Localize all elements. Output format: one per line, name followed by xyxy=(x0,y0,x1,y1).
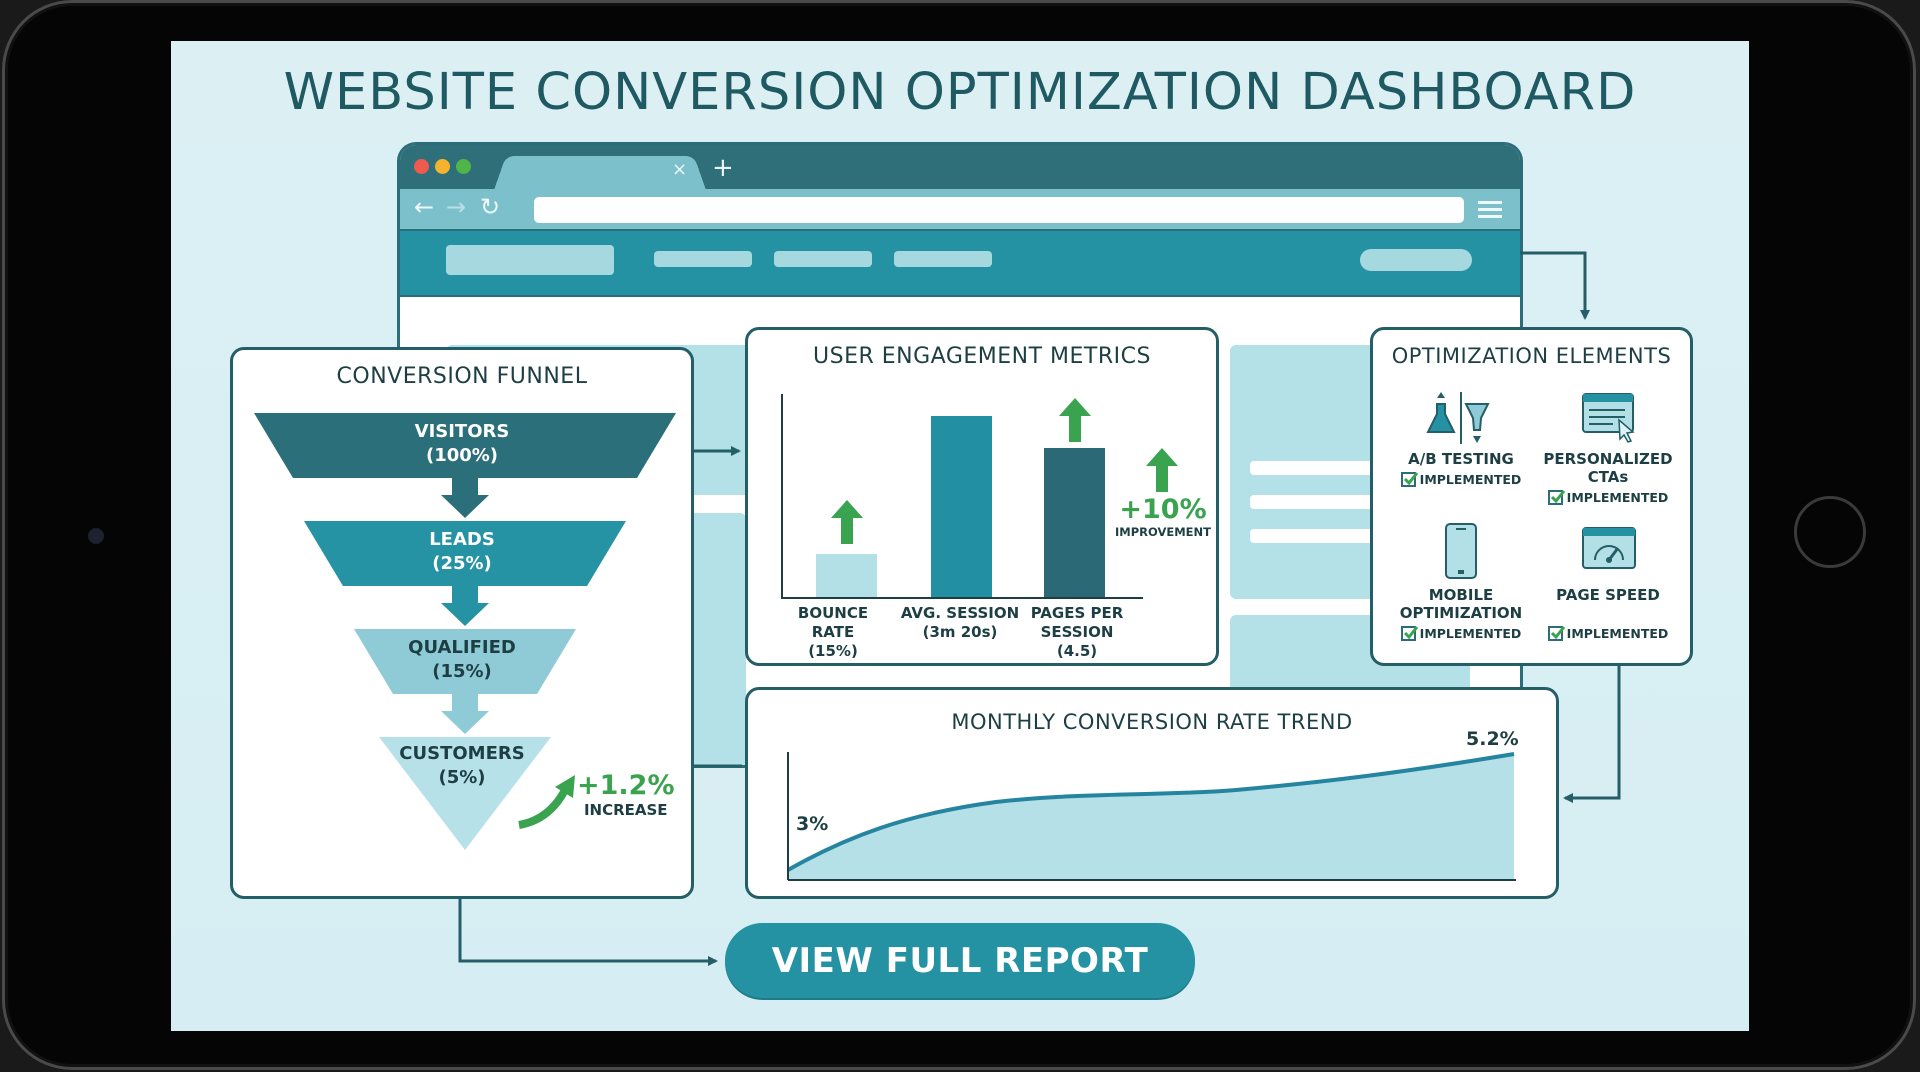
increase-callout: +1.2% INCREASE xyxy=(577,770,675,819)
up-arrow-icon xyxy=(1146,448,1178,492)
site-header xyxy=(400,229,1520,297)
bar-label-bounce-rate: BOUNCE RATE(15%) xyxy=(797,604,869,660)
checkbox-checked-icon xyxy=(1547,490,1565,505)
nav-link-placeholder[interactable] xyxy=(894,251,992,267)
bar-label-avg-session: AVG. SESSION(3m 20s) xyxy=(900,604,1020,641)
browser-toolbar: ← → ↻ xyxy=(400,189,1520,229)
address-bar[interactable] xyxy=(534,197,1464,223)
funnel-stage-visitors-shape xyxy=(254,413,676,478)
funnel-shapes xyxy=(254,413,676,850)
camera-dot xyxy=(88,528,104,544)
increase-arrow-icon xyxy=(518,788,569,829)
maximize-window-dot[interactable] xyxy=(456,159,471,174)
up-arrow-icon xyxy=(831,500,863,544)
funnel-stage-leads[interactable]: LEADS (25%) xyxy=(429,529,495,574)
nav-link-placeholder[interactable] xyxy=(654,251,752,267)
status-badge: IMPLEMENTED xyxy=(1386,626,1536,641)
close-window-dot[interactable] xyxy=(414,159,429,174)
header-button-placeholder[interactable] xyxy=(1360,249,1472,271)
nav-link-placeholder[interactable] xyxy=(774,251,872,267)
page-title: WEBSITE CONVERSION OPTIMIZATION DASHBOAR… xyxy=(283,63,1637,122)
minimize-window-dot[interactable] xyxy=(435,159,450,174)
funnel-title: CONVERSION FUNNEL xyxy=(336,364,588,389)
view-full-report-button[interactable]: VIEW FULL REPORT xyxy=(725,923,1195,998)
increase-label: INCREASE xyxy=(583,801,668,819)
dashboard-screen: WEBSITE CONVERSION OPTIMIZATION DASHBOAR… xyxy=(171,41,1749,1031)
opt-item-ab-testing[interactable]: A/B TESTING IMPLEMENTED xyxy=(1386,390,1536,487)
checkbox-checked-icon xyxy=(1547,626,1565,641)
back-icon[interactable]: ← xyxy=(414,193,435,221)
personalized-cta-icon xyxy=(1582,393,1635,443)
funnel-arrow-icon xyxy=(441,586,489,626)
tab-close-icon[interactable]: × xyxy=(672,159,688,180)
hamburger-menu-icon[interactable] xyxy=(1478,197,1502,222)
bar-avg-session[interactable] xyxy=(931,416,992,597)
conversion-trend-panel: MONTHLY CONVERSION RATE TREND 3% 5.2% xyxy=(745,687,1559,899)
ab-testing-icon xyxy=(1426,392,1490,444)
browser-titlebar: × + xyxy=(400,145,1520,193)
bar-bounce-rate[interactable] xyxy=(816,554,877,597)
improvement-callout: +10% IMPROVEMENT xyxy=(1113,494,1213,539)
funnel-stage-visitors[interactable]: VISITORS (100%) xyxy=(414,421,510,466)
funnel-arrow-icon xyxy=(441,478,489,518)
status-badge: IMPLEMENTED xyxy=(1533,490,1683,505)
improvement-value: +10% xyxy=(1119,494,1207,525)
speedometer-icon xyxy=(1582,527,1636,569)
opt-label: PAGE SPEED xyxy=(1556,586,1660,604)
opt-label: A/B TESTING xyxy=(1408,450,1514,468)
funnel-stage-qualified[interactable]: QUALIFIED (15%) xyxy=(408,637,516,682)
engagement-title: USER ENGAGEMENT METRICS xyxy=(813,344,1151,369)
engagement-metrics-panel: USER ENGAGEMENT METRICS +10% IMPROVEMENT… xyxy=(745,327,1219,666)
conversion-funnel-panel: CONVERSION FUNNEL VISITORS (100%) LEADS … xyxy=(230,347,694,899)
trend-area-chart[interactable] xyxy=(786,752,1526,892)
checkbox-checked-icon xyxy=(1400,472,1418,487)
new-tab-icon[interactable]: + xyxy=(712,153,734,183)
trend-start-label: 3% xyxy=(796,813,829,835)
funnel-stage-leads-shape xyxy=(304,521,626,586)
trend-end-label: 5.2% xyxy=(1466,728,1519,750)
trend-title: MONTHLY CONVERSION RATE TREND xyxy=(951,710,1353,734)
reload-icon[interactable]: ↻ xyxy=(480,193,501,221)
forward-icon[interactable]: → xyxy=(446,193,467,221)
funnel-stage-customers[interactable]: CUSTOMERS (5%) xyxy=(399,743,525,788)
status-badge: IMPLEMENTED xyxy=(1533,626,1683,641)
opt-item-page-speed[interactable]: PAGE SPEED IMPLEMENTED xyxy=(1533,522,1683,641)
increase-value: +1.2% xyxy=(577,770,675,801)
home-button[interactable] xyxy=(1794,496,1866,568)
optimization-title: OPTIMIZATION ELEMENTS xyxy=(1391,344,1672,368)
status-badge: IMPLEMENTED xyxy=(1386,472,1536,487)
up-arrow-icon xyxy=(1059,398,1091,442)
funnel-stage-customers-shape xyxy=(379,737,551,850)
funnel-stage-qualified-shape xyxy=(354,629,576,694)
bar-chart-area xyxy=(781,394,1143,599)
logo-placeholder xyxy=(446,245,614,275)
checkbox-checked-icon xyxy=(1400,626,1418,641)
mobile-icon xyxy=(1445,523,1477,579)
improvement-label: IMPROVEMENT xyxy=(1115,525,1211,539)
optimization-elements-panel: OPTIMIZATION ELEMENTS A/B TESTING IMPLEM… xyxy=(1370,327,1693,666)
bar-pages-per-session[interactable] xyxy=(1044,448,1105,597)
funnel-arrow-icon xyxy=(441,694,489,734)
